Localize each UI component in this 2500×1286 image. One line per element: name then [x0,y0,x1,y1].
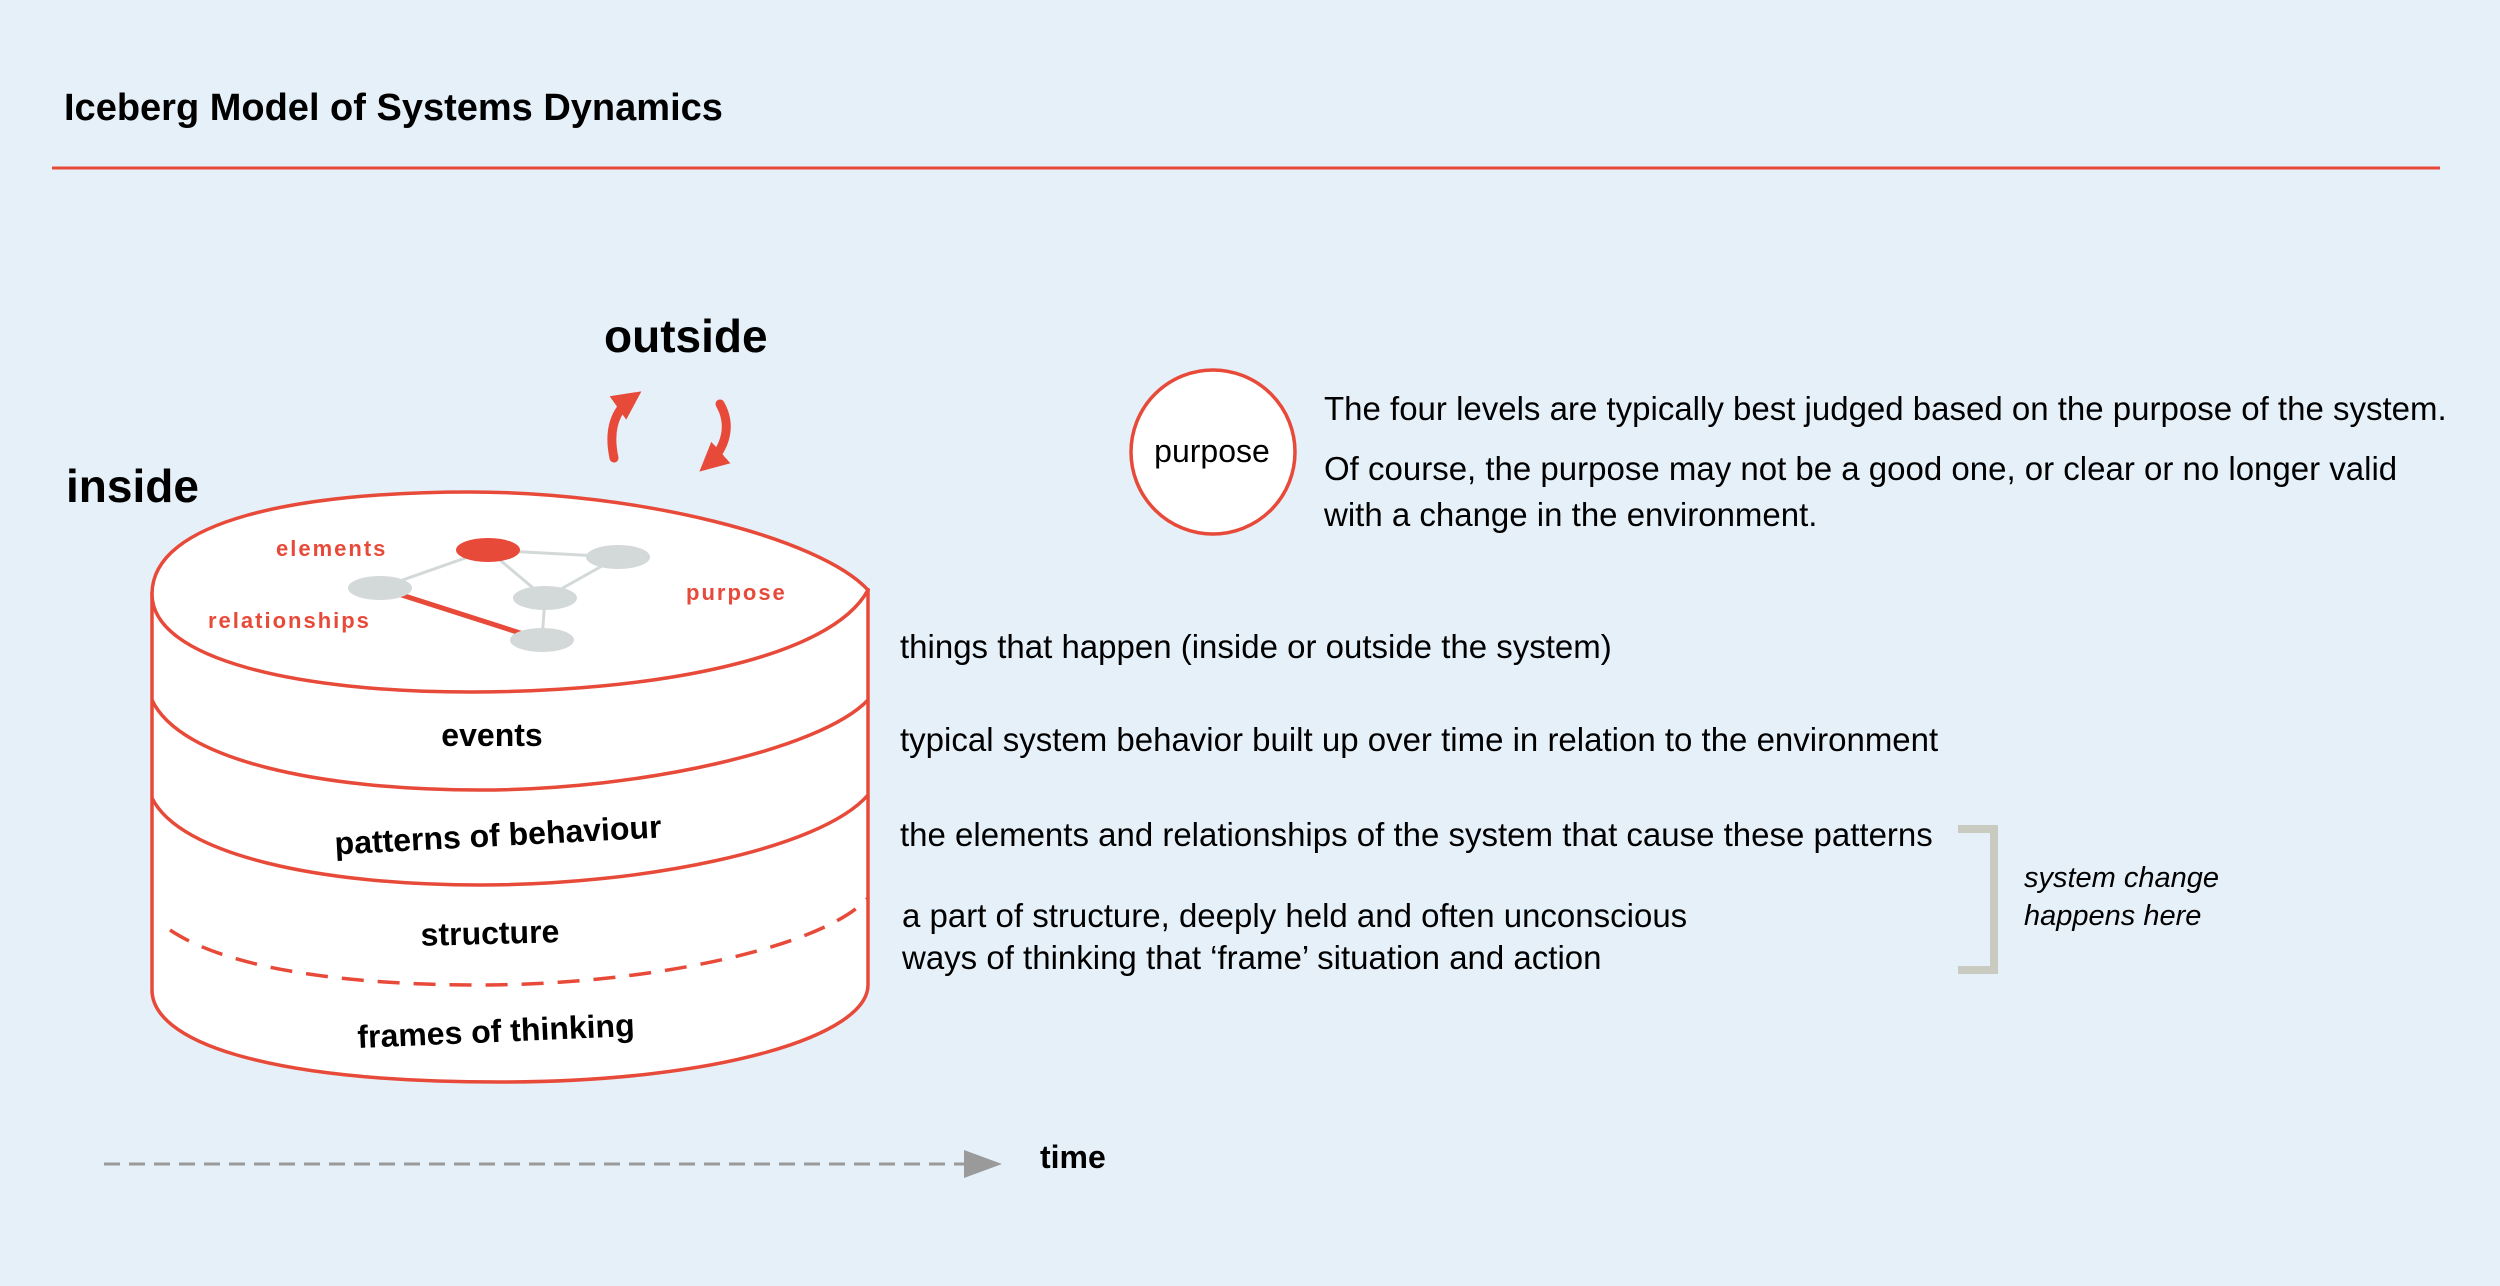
desc-frames-line1: a part of structure, deeply held and oft… [902,897,1687,934]
desc-events: things that happen (inside or outside th… [900,628,1612,665]
time-arrow [104,1150,1002,1178]
exchange-arrows-icon [607,391,731,472]
node [510,628,574,652]
separator-events [150,698,870,792]
separator-patterns [150,793,870,887]
arrow-head-icon [964,1150,1002,1178]
purpose-circle-label: purpose [1154,433,1270,469]
inside-label: inside [66,460,199,512]
desc-patterns: typical system behavior built up over ti… [900,721,1938,758]
purpose-text-line3: with a change in the environment. [1323,496,1817,533]
elements-label: elements [276,536,387,561]
system-change-note-line2: happens here [2024,900,2201,932]
system-change-note-line1: system change [2024,862,2219,894]
element-network [348,538,650,652]
node [586,545,650,569]
system-change-bracket [1958,825,1998,974]
purpose-circle [1129,368,1297,536]
relationships-label: relationships [208,608,371,633]
node [513,586,577,610]
cylinder-top-face [150,490,871,694]
time-label: time [1040,1139,1106,1175]
top-purpose-label: purpose [686,580,787,605]
cylinder-body [150,588,870,1084]
purpose-text-line1: The four levels are typically best judge… [1324,390,2447,427]
node-element-highlighted [456,538,520,562]
purpose-text-line2: Of course, the purpose may not be a good… [1324,450,2397,487]
separator-structure-dashed [169,896,870,987]
node [348,576,412,600]
layer-label-events: events [441,717,542,753]
outside-label: outside [604,310,768,362]
iceberg-cylinder: elements relationships purpose events pa… [150,490,871,1084]
desc-structure: the elements and relationships of the sy… [900,816,1933,853]
layer-label-structure: structure [420,913,560,953]
page-title: Iceberg Model of Systems Dynamics [64,87,723,129]
desc-frames-line2: ways of thinking that ‘frame’ situation … [901,939,1602,976]
